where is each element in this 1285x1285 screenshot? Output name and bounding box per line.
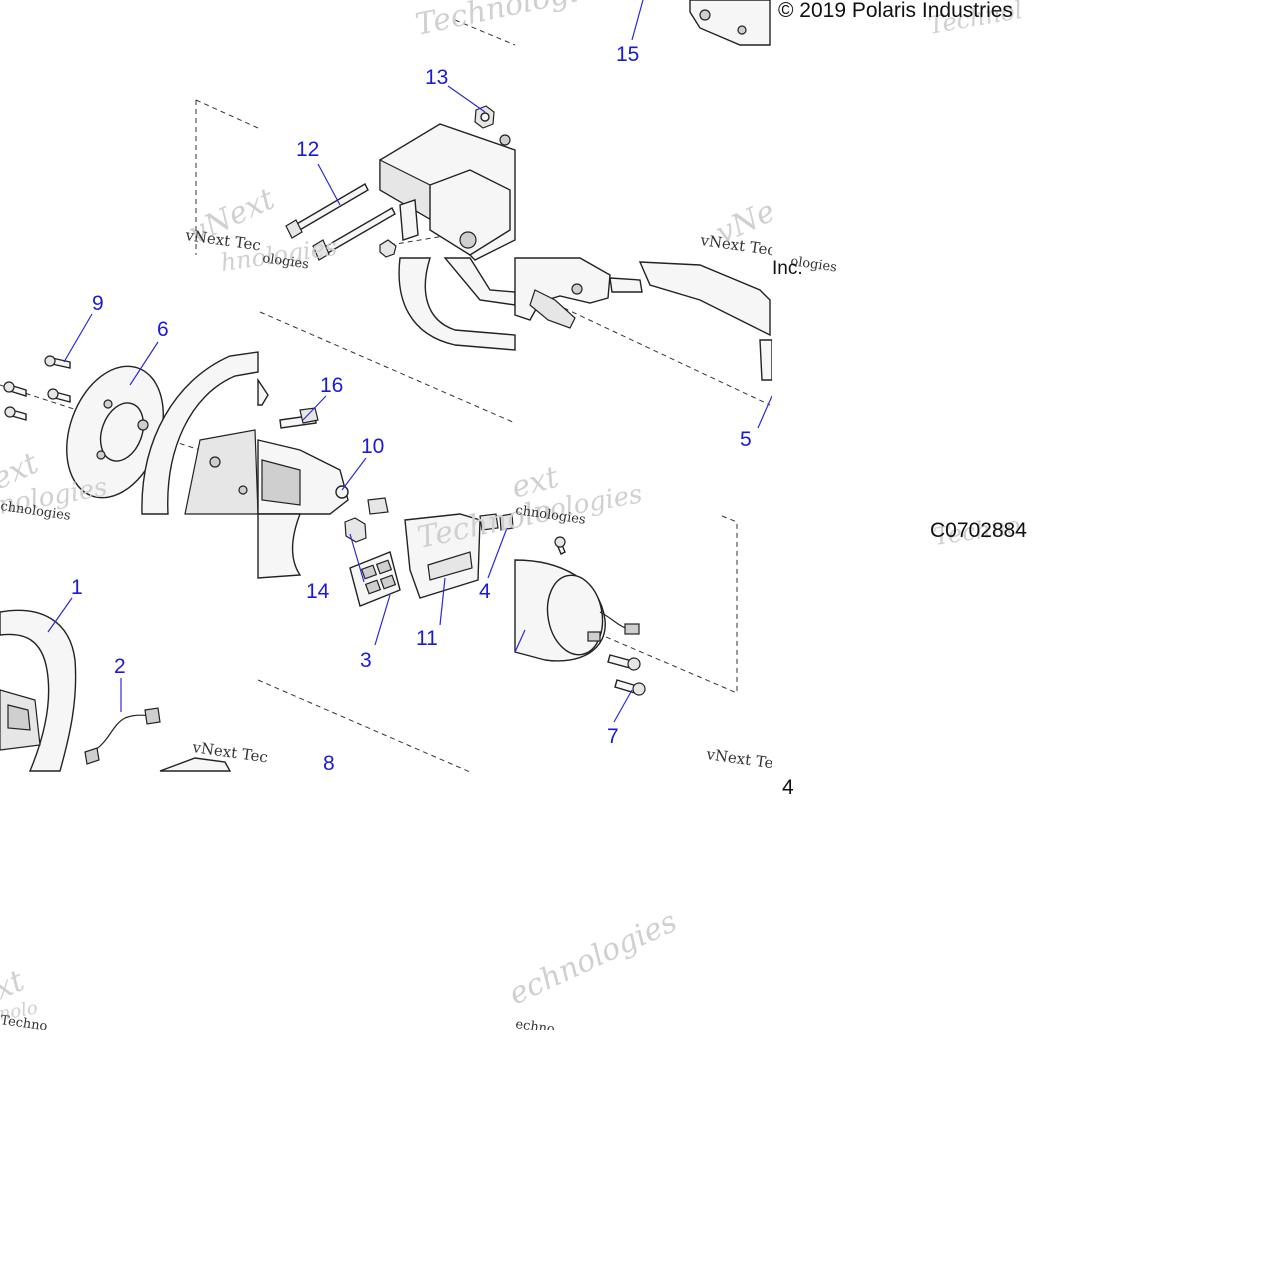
callout-8: 8: [323, 752, 335, 775]
callout-3: 3: [360, 649, 372, 672]
screw-small: [554, 536, 566, 555]
document-text: © 2019 Polaris Industries Inc. C0702884 …: [772, 0, 1027, 799]
nut-13: [474, 105, 495, 129]
nut-small: [379, 239, 397, 258]
watermark-text: ologies: [261, 251, 309, 272]
callout-5: 5: [740, 428, 752, 451]
watermark-text: echnologies: [504, 904, 683, 1012]
motor-10: [257, 439, 389, 515]
bolts-7: [607, 654, 646, 696]
clock-spring-housing: [514, 559, 640, 662]
callout-13: 13: [425, 66, 448, 89]
copyright-text: © 2019 Polaris Industries: [778, 0, 1013, 22]
steering-wheel-mid: [141, 351, 269, 515]
harness-2: [84, 707, 161, 765]
pedal-bracket-15: [689, 0, 771, 46]
watermark-text: ologies: [789, 254, 837, 275]
long-bolts: [285, 183, 396, 261]
callout-1: 1: [71, 576, 83, 599]
steering-wheel-1: [0, 609, 77, 772]
nut-14: [344, 517, 367, 543]
steering-column-lower: [514, 257, 773, 381]
diagram-code: C0702884: [930, 519, 1027, 542]
steering-wheel-upper: [398, 257, 516, 351]
clips-4: [479, 513, 514, 531]
watermark-text: vNext Tec: [704, 745, 783, 774]
watermark-text: vNext Tec: [698, 231, 777, 260]
callout-11: 11: [416, 627, 438, 650]
callout-14: 14: [306, 580, 330, 603]
leader-lines: [47, 0, 773, 723]
callout-numbers: 1 2 3 4 5 6 7 8 9 10 11 12 13 14 15 16: [71, 43, 752, 775]
callout-2: 2: [114, 655, 126, 678]
steering-wheel-lower-mid: [257, 513, 302, 579]
callout-15: 15: [616, 43, 639, 66]
callout-4: 4: [479, 580, 491, 603]
screws-9: [3, 355, 71, 421]
page-fragment: 4: [782, 776, 794, 799]
copyright-tail: Inc.: [772, 258, 803, 279]
callout-7: 7: [607, 725, 619, 748]
callout-12: 12: [296, 138, 319, 161]
switch-pad-3: [349, 551, 401, 607]
callout-6: 6: [157, 318, 169, 341]
watermark-text: Techno: [0, 1013, 48, 1034]
part-8-fragment: [159, 757, 232, 772]
callout-10: 10: [361, 435, 384, 458]
callout-9: 9: [92, 292, 104, 315]
cover-11: [404, 513, 481, 599]
callout-16: 16: [320, 374, 343, 397]
watermark-text: Technologies: [412, 0, 613, 43]
steering-column-bracket: [379, 123, 516, 261]
